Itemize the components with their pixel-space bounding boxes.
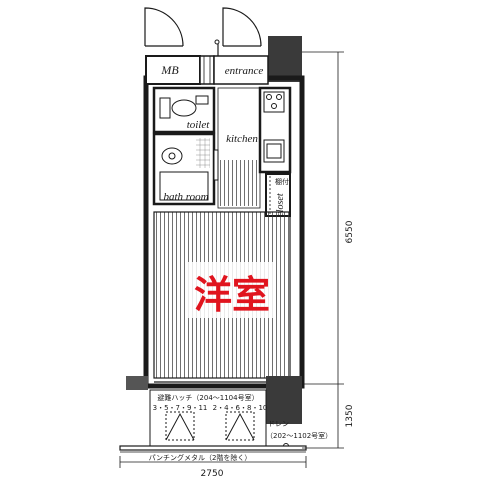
hatch-units-a: 3・5・7・9・11 — [153, 404, 208, 412]
hatch-title: 避難ハッチ（204～1104号室） — [157, 393, 258, 402]
entrance-label: entrance — [225, 65, 264, 77]
mb-door — [144, 7, 184, 47]
washbasin — [161, 147, 183, 165]
kitchen-label: kitchen — [226, 133, 258, 145]
hatch-b — [225, 411, 255, 441]
dimension-line-horizontal — [119, 456, 307, 468]
main-room-label-bg — [186, 262, 276, 318]
entrance-area — [213, 55, 269, 85]
railing — [119, 445, 307, 451]
toilet-fixture — [159, 95, 209, 119]
railing-label: パンチングメタル（2階を除く） — [149, 453, 252, 462]
bottom-right-column — [266, 376, 302, 424]
sink-icon — [263, 139, 285, 163]
toilet-label: toilet — [187, 119, 211, 131]
bottom-left-column — [126, 376, 148, 390]
entrance-mark — [214, 39, 220, 45]
dimension-line-vertical — [302, 51, 344, 449]
bath-floor — [196, 138, 210, 168]
hatch-units-b: 2・4・6・8・10 — [213, 404, 268, 412]
bath-room-label: bath room — [163, 191, 208, 203]
drain-units: （202～1102号室） — [266, 431, 332, 440]
closet-label: closet — [275, 193, 286, 217]
dimension-width: 2750 — [201, 469, 224, 479]
dimension-height-main: 6550 — [345, 220, 355, 243]
drain-title: ドレン — [268, 420, 289, 428]
dimension-height-balcony: 1350 — [345, 404, 355, 427]
bathtub — [159, 171, 209, 201]
floor-hatch-kitchen — [220, 160, 258, 206]
mb-label: MB — [160, 63, 179, 77]
hatch-a — [165, 411, 195, 441]
bath-door — [213, 149, 219, 181]
pipe-shaft — [199, 55, 215, 85]
stove-icon — [263, 91, 285, 113]
room-label: 洋室 — [194, 273, 270, 317]
closet-note: 棚付 — [275, 177, 289, 186]
top-right-column — [268, 36, 302, 82]
toilet-room — [152, 86, 216, 134]
kitchen-counter — [258, 86, 292, 174]
